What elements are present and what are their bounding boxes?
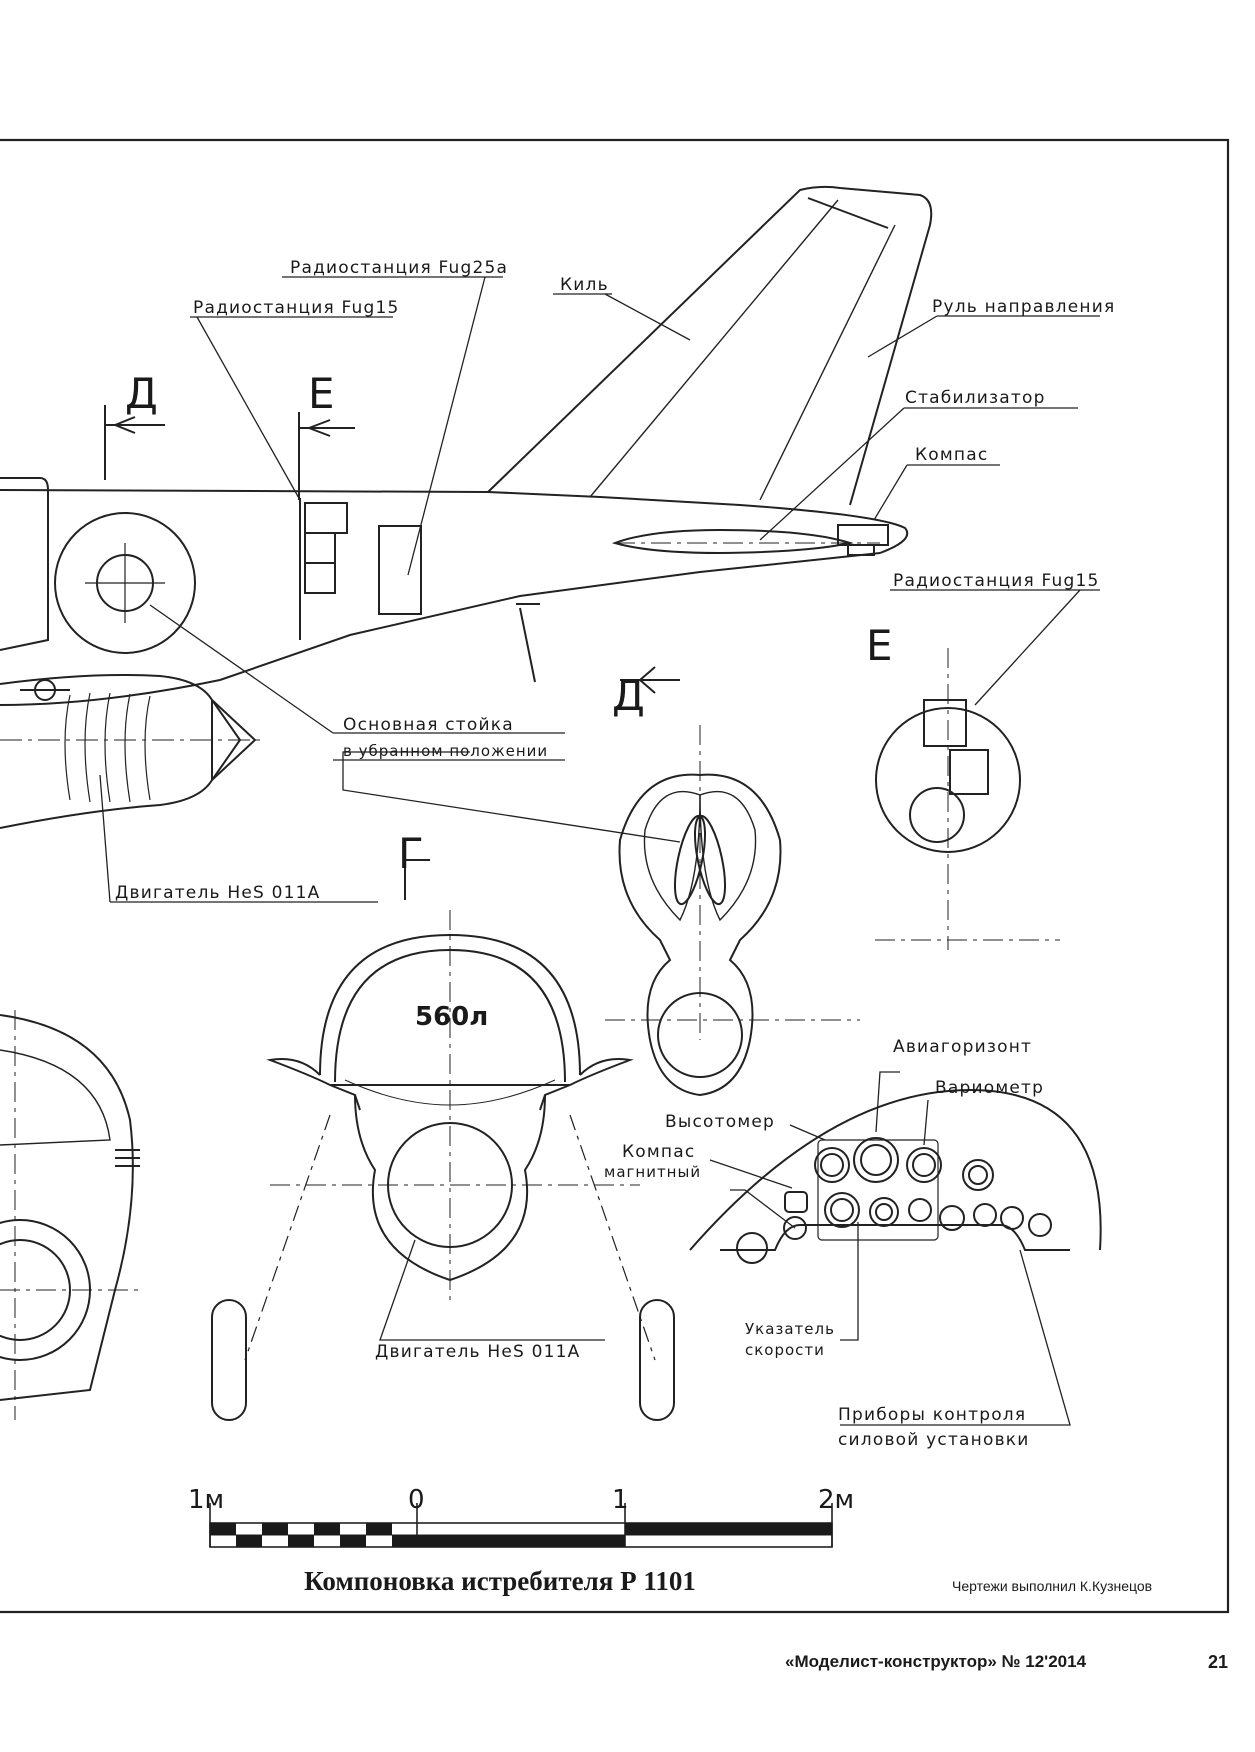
label-variometer: Вариометр [935, 1078, 1044, 1098]
scale-bar-fill [210, 1523, 832, 1547]
label-radio-fug15-section: Радиостанция Fug15 [893, 571, 1100, 591]
label-airspeed-2: скорости [745, 1341, 825, 1359]
label-magnetic-compass-1: Компас [622, 1142, 695, 1162]
instrument-panel [689, 1071, 1102, 1426]
tail-fin [487, 185, 933, 556]
section-marker-e: Е [308, 369, 335, 418]
partial-front-view [0, 1010, 140, 1420]
section-e [875, 648, 1060, 950]
fuselage-side-view [0, 477, 909, 706]
engine-side-view [0, 674, 260, 829]
label-radio-fug25a: Радиостанция Fug25a [290, 258, 508, 278]
label-engine-side: Двигатель HeS 011A [115, 883, 320, 903]
section-title-e: Е [866, 621, 893, 670]
figure-caption: Компоновка истребителя Р 1101 [304, 1566, 696, 1596]
section-title-g: Г [398, 829, 424, 878]
label-attitude-indicator: Авиагоризонт [893, 1037, 1032, 1057]
label-engine-instruments-2: силовой установки [838, 1430, 1030, 1450]
page-number: 21 [1208, 1652, 1229, 1672]
label-radio-fug15: Радиостанция Fug15 [193, 298, 400, 318]
author-credit: Чертежи выполнил К.Кузнецов [952, 1578, 1153, 1594]
scale-label-0: 0 [408, 1485, 425, 1515]
label-stabilizer: Стабилизатор [905, 388, 1046, 408]
label-magnetic-compass-2: магнитный [604, 1163, 701, 1181]
label-airspeed-1: Указатель [745, 1320, 835, 1338]
label-main-strut-retracted: в убранном положении [343, 742, 548, 760]
leader-lines [99, 276, 1100, 903]
journal-footer: «Моделист-конструктор» № 12'2014 [785, 1652, 1087, 1671]
section-marker-d: Д [125, 369, 158, 418]
scale-label-1m: 1м [188, 1485, 224, 1515]
label-rudder: Руль направления [932, 297, 1115, 317]
label-tank-volume: 560л [415, 1002, 488, 1032]
label-fin: Киль [560, 275, 609, 295]
scale-label-2m: 2м [818, 1485, 854, 1515]
label-altimeter: Высотомер [665, 1112, 775, 1132]
label-engine-instruments-1: Приборы контроля [838, 1405, 1026, 1425]
section-g [211, 859, 675, 1421]
drawing-frame [0, 138, 1230, 1614]
label-compass: Компас [915, 445, 988, 465]
section-title-d: Д [612, 671, 645, 720]
scale-label-1: 1 [612, 1485, 629, 1515]
section-d [605, 666, 860, 1097]
label-main-strut: Основная стойка [343, 715, 514, 735]
label-engine-front: Двигатель HeS 011A [375, 1342, 580, 1362]
